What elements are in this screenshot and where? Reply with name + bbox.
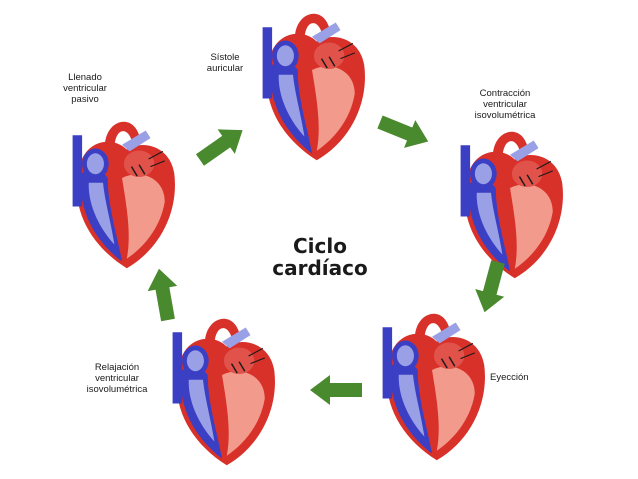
stage-label-line: ventricular: [95, 373, 139, 384]
stage-label-llenado: Llenado ventricular pasivo: [50, 72, 120, 105]
stage-label-eyeccion: Eyección: [490, 372, 560, 383]
cycle-title-line2: cardíaco: [272, 256, 368, 280]
stage-label-line: auricular: [206, 63, 244, 74]
heart-eyeccion: [381, 313, 486, 461]
arrow-llenado-to-sistole: [191, 117, 252, 173]
heart-sistole-auricular: [261, 13, 366, 161]
stage-label-line: Eyección: [490, 372, 529, 383]
stage-label-line: isovolumétrica: [86, 384, 148, 395]
arrow-eyeccion-to-relajacion: [310, 375, 362, 405]
stage-label-line: isovolumétrica: [474, 110, 536, 121]
stage-label-line: Relajación: [94, 362, 140, 373]
heart-relajacion-isovolumetrica: [171, 318, 276, 466]
stage-label-line: Contracción: [479, 88, 531, 99]
stage-label-line: ventricular: [63, 83, 107, 94]
cycle-title: Ciclo cardíaco: [250, 235, 390, 279]
stage-label-relajacion: Relajación ventricular isovolumétrica: [72, 362, 162, 395]
stage-label-line: pasivo: [71, 94, 99, 105]
arrow-sistole-to-contraccion: [374, 108, 434, 156]
heart-llenado-pasivo: [71, 121, 176, 269]
stage-label-line: Llenado: [68, 72, 102, 83]
heart-contraccion-isovolumetrica: [459, 131, 564, 279]
stage-label-contraccion: Contracción ventricular isovolumétrica: [460, 88, 550, 121]
arrow-relajacion-to-llenado: [144, 266, 183, 323]
stage-label-line: ventricular: [483, 99, 527, 110]
stage-label-sistole: Sístole auricular: [190, 52, 260, 74]
cycle-title-line1: Ciclo: [293, 234, 347, 258]
stage-label-line: Sístole: [210, 52, 240, 63]
